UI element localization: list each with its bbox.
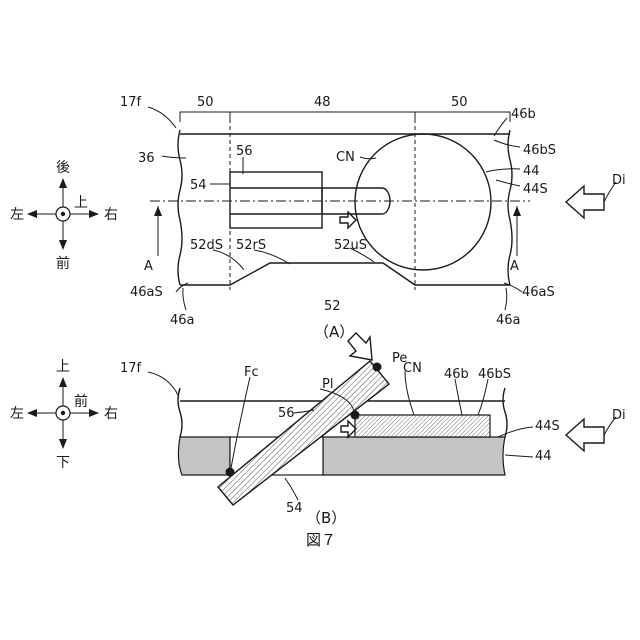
point-pe: [373, 363, 382, 372]
compass-b-bottom: 下: [56, 455, 70, 471]
conductor-circle: [355, 134, 491, 270]
caption-view-b: （B）: [306, 509, 346, 527]
label-17f-a: 17f: [120, 95, 142, 110]
compass-a-center: 上: [74, 195, 88, 211]
label-pl: Pl: [322, 377, 333, 392]
label-46a-left: 46a: [170, 313, 195, 328]
label-fc: Fc: [244, 365, 259, 380]
label-56-b: 56: [278, 406, 295, 421]
section-arrow-left: [154, 206, 162, 256]
label-46bs-a: 46bS: [523, 143, 556, 158]
compass-a-left: 左: [10, 207, 24, 223]
label-52us: 52uS: [334, 238, 367, 253]
label-46as-left: 46aS: [130, 285, 163, 300]
label-di-a: Di: [612, 173, 626, 188]
label-46a-right: 46a: [496, 313, 521, 328]
compass-b-top: 上: [56, 359, 70, 375]
compass-b-left: 左: [10, 406, 24, 422]
label-44-b: 44: [535, 449, 552, 464]
label-48: 48: [314, 95, 331, 110]
conductor-cn-b: [355, 415, 490, 437]
label-52rs: 52rS: [236, 238, 266, 253]
label-cn-a: CN: [336, 150, 355, 165]
point-fc: [226, 468, 235, 477]
compass-b-center: 前: [74, 393, 88, 410]
label-44s-a: 44S: [523, 182, 548, 197]
label-52ds: 52dS: [190, 238, 223, 253]
label-46bs-b: 46bS: [478, 367, 511, 382]
label-36: 36: [138, 151, 155, 166]
small-arrow-b: [341, 421, 356, 437]
label-52: 52: [324, 299, 341, 314]
compass-a-right: 右: [104, 207, 118, 223]
compass-a-top: 後: [56, 160, 70, 176]
direction-arrow-di-b: [566, 419, 604, 451]
compass-b-right: 右: [104, 406, 118, 422]
break-line-left: [178, 130, 182, 285]
label-a-right: A: [510, 259, 519, 274]
label-46b-a: 46b: [511, 107, 536, 122]
view-a: 17f 50 48 50 46b 36 56 CN 46bS 44 44S 54…: [10, 95, 626, 341]
label-46as-right: 46aS: [522, 285, 555, 300]
label-44s-b: 44S: [535, 419, 560, 434]
section-arrow-right: [513, 206, 521, 256]
block-54: [230, 172, 322, 228]
label-50-left: 50: [197, 95, 214, 110]
label-17f-b: 17f: [120, 361, 142, 376]
force-arrow-pe: [348, 333, 372, 360]
compass-a: 後 前 左 右 上: [10, 160, 118, 272]
label-56-a: 56: [236, 144, 253, 159]
label-54-a: 54: [190, 178, 207, 193]
leader-lines-a: [148, 107, 522, 310]
figure-caption: 図７: [306, 531, 336, 549]
caption-view-a: （A）: [314, 323, 354, 341]
label-a-left: A: [144, 259, 153, 274]
label-46b-b: 46b: [444, 367, 469, 382]
point-pl: [351, 411, 360, 420]
compass-a-bottom: 前: [56, 255, 70, 272]
label-cn-b: CN: [403, 361, 422, 376]
slab-44: [178, 437, 230, 475]
label-50-right: 50: [451, 95, 468, 110]
label-54-b: 54: [286, 501, 303, 516]
direction-arrow-di-a: [566, 186, 604, 218]
view-b: 17f Fc Pe Pl CN 46b 46bS 56 44S 44 Di 54…: [10, 333, 626, 549]
label-di-b: Di: [612, 408, 626, 423]
label-44-a: 44: [523, 164, 540, 179]
compass-b: 上 下 左 右 前: [10, 359, 118, 471]
